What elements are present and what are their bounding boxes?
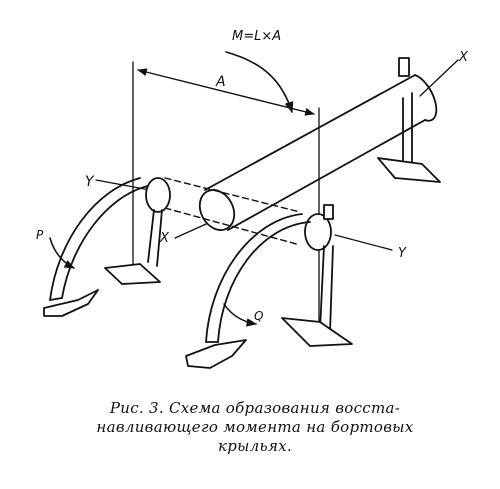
right-hub	[304, 213, 332, 251]
force-p-label: P	[36, 228, 44, 242]
force-q-arrow	[223, 303, 258, 327]
right-wing	[185, 213, 311, 369]
axis-y-right-label: Y	[398, 246, 407, 261]
left-strut	[104, 209, 163, 285]
axis-x-left-label: X	[159, 231, 170, 246]
restoring-moment-diagram: M=L×A A X X Y Y P Q	[36, 29, 469, 369]
force-q-label: Q	[254, 309, 263, 323]
cross-shaft	[164, 177, 301, 246]
main-beam	[198, 74, 438, 231]
caption-line-2: навливающего момента на бортовых	[96, 418, 414, 436]
left-hub	[145, 177, 171, 213]
y-axis-line	[95, 179, 393, 251]
caption-line-1: Рис. 3. Схема образования восста-	[109, 399, 401, 417]
axis-x-right-label: X	[458, 50, 469, 65]
moment-label: M=L×A	[232, 29, 281, 44]
right-strut	[281, 204, 353, 347]
axis-y-left-label: Y	[85, 174, 95, 190]
figure-caption: Рис. 3. Схема образования восста- навлив…	[30, 399, 480, 456]
distance-label: A	[215, 74, 226, 90]
caption-line-3: крыльях.	[217, 437, 293, 455]
rear-right-leg	[377, 57, 441, 183]
left-wing	[43, 177, 149, 317]
force-p-arrow	[49, 237, 75, 269]
moment-arrow	[225, 51, 294, 114]
